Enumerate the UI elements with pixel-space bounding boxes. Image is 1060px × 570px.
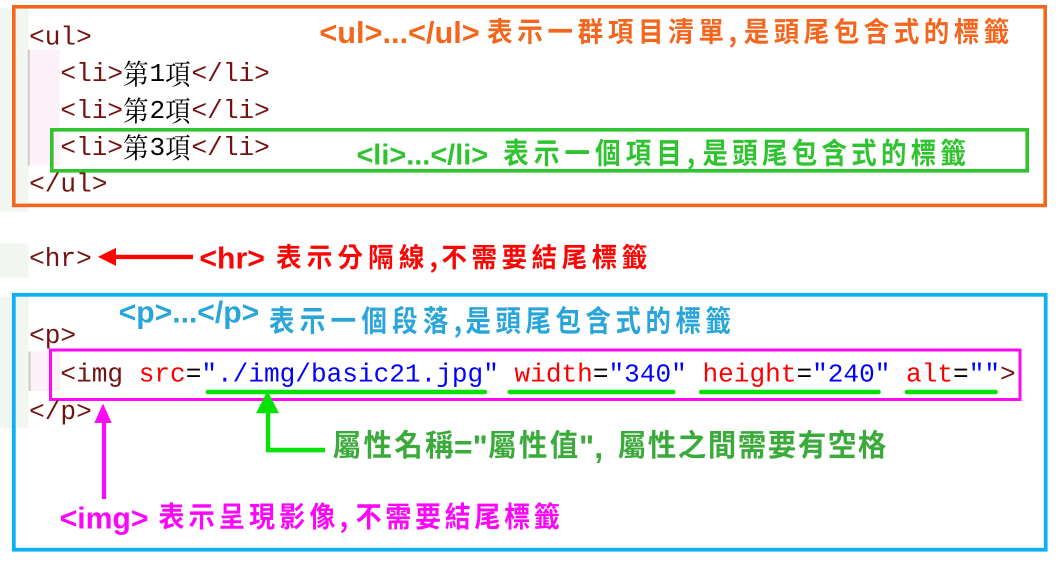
- svg-text:"240": "240": [812, 359, 890, 389]
- svg-text:1: 1: [149, 59, 165, 89]
- svg-text:"340": "340": [609, 359, 687, 389]
- svg-text:<li>...</li>: <li>...</li>: [356, 140, 488, 172]
- svg-text:2: 2: [149, 96, 165, 126]
- svg-text:<hr>: <hr>: [199, 242, 264, 275]
- svg-text:>: >: [1000, 359, 1016, 389]
- svg-text:src: src: [139, 359, 186, 389]
- svg-text:3: 3: [149, 133, 165, 163]
- svg-text:</li>: </li>: [192, 133, 270, 163]
- svg-text:<p>...</p>: <p>...</p>: [119, 297, 260, 330]
- svg-text:<hr>: <hr>: [29, 244, 92, 274]
- svg-text:<p>: <p>: [29, 321, 76, 351]
- svg-text:<li>: <li>: [60, 133, 123, 163]
- svg-text:alt: alt: [906, 359, 953, 389]
- svg-text:=: =: [953, 359, 969, 389]
- svg-text:<img: <img: [60, 359, 123, 389]
- svg-text:</p>: </p>: [29, 397, 92, 427]
- svg-text:<li>: <li>: [60, 96, 123, 126]
- svg-text:=: =: [186, 359, 202, 389]
- svg-text:<img>: <img>: [60, 502, 149, 535]
- svg-text:<li>: <li>: [60, 59, 123, 89]
- svg-text:<ul>: <ul>: [29, 22, 92, 52]
- svg-text:</li>: </li>: [192, 96, 270, 126]
- svg-text:height: height: [702, 359, 796, 389]
- svg-text:</li>: </li>: [192, 59, 270, 89]
- svg-text:"./img/basic21.jpg": "./img/basic21.jpg": [201, 359, 499, 389]
- svg-text:"": "": [969, 359, 1000, 389]
- svg-text:=: =: [593, 359, 609, 389]
- svg-text:</ul>: </ul>: [29, 169, 107, 199]
- svg-text:=: =: [796, 359, 812, 389]
- svg-text:<ul>...</ul>: <ul>...</ul>: [319, 15, 479, 50]
- svg-text:=": =": [454, 429, 488, 465]
- svg-text:width: width: [515, 359, 593, 389]
- svg-text:",: ",: [579, 429, 603, 465]
